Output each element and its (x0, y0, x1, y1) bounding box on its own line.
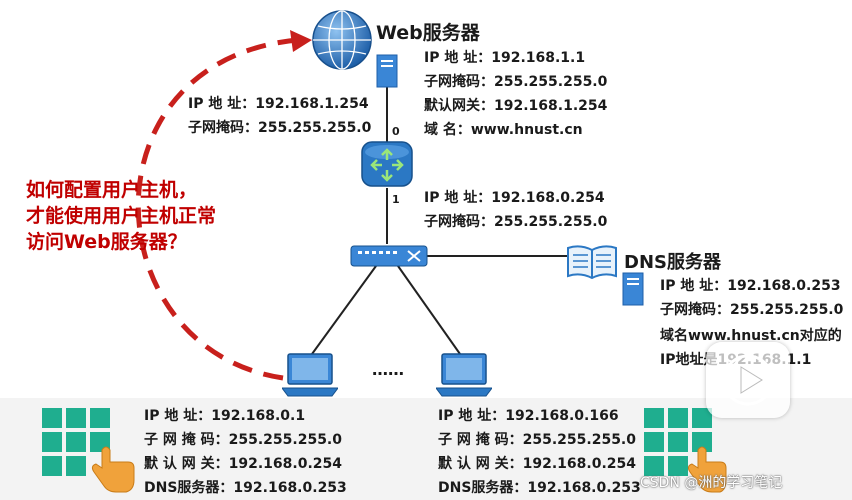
dashed-request-arc (135, 37, 299, 381)
host-left-mask: 子 网 掩 码：255.255.255.0 (144, 432, 342, 448)
host-left-gateway: 默 认 网 关：192.168.0.254 (144, 456, 342, 472)
video-play-button[interactable] (706, 342, 790, 418)
host-right-ip: IP 地 址：192.168.0.166 (438, 408, 619, 424)
router-if0-ip: IP 地 址：192.168.1.254 (188, 96, 369, 112)
dns-server-tower-icon (622, 272, 644, 306)
web-server-mask: 子网掩码：255.255.255.0 (424, 74, 608, 90)
arc-arrowhead (290, 30, 312, 52)
question-line-3: 访问Web服务器？ (26, 231, 187, 253)
question-line-2: 才能使用用户主机正常 (26, 205, 217, 227)
host-left-dns: DNS服务器：192.168.0.253 (144, 480, 347, 496)
question-line-1: 如何配置用户主机， (26, 179, 198, 201)
dns-server-title: DNS服务器 (624, 252, 721, 273)
host-right-laptop-icon (436, 353, 492, 397)
dns-server-ip: IP 地 址：192.168.0.253 (660, 278, 841, 294)
router-if1-ip: IP 地 址：192.168.0.254 (424, 190, 605, 206)
watermark: CSDN @洲的学习笔记 (640, 475, 783, 491)
link-switch-host-left (311, 265, 377, 355)
web-server-ip: IP 地 址：192.168.1.1 (424, 50, 586, 66)
link-switch-host-right (397, 265, 461, 355)
play-icon (722, 354, 774, 406)
web-server-gateway: 默认网关：192.168.1.254 (424, 98, 608, 114)
host-right-mask: 子 网 掩 码：255.255.255.0 (438, 432, 636, 448)
host-left-laptop-icon (282, 353, 338, 397)
router-port-1: 1 (392, 193, 400, 206)
dns-record-line1: 域名www.hnust.cn对应的 (660, 328, 842, 344)
globe-icon (312, 10, 372, 70)
host-right-config-icon (644, 408, 727, 493)
more-hosts-ellipsis: …… (372, 360, 404, 379)
router-if1-mask: 子网掩码：255.255.255.0 (424, 214, 608, 230)
dns-server-mask: 子网掩码：255.255.255.0 (660, 302, 844, 318)
host-right-gateway: 默 认 网 关：192.168.0.254 (438, 456, 636, 472)
router-port-0: 0 (392, 125, 400, 138)
question-text: 如何配置用户主机， 才能使用用户主机正常 访问Web服务器？ (26, 177, 216, 255)
router-if0-mask: 子网掩码：255.255.255.0 (188, 120, 372, 136)
router-icon (361, 141, 413, 187)
host-right-dns: DNS服务器：192.168.0.253 (438, 480, 641, 496)
web-server-domain: 域 名：www.hnust.cn (424, 122, 583, 138)
web-server-tower-icon (376, 54, 398, 88)
dns-book-icon (567, 245, 617, 280)
host-left-ip: IP 地 址：192.168.0.1 (144, 408, 306, 424)
host-left-config-icon (42, 408, 135, 493)
switch-icon (350, 245, 428, 267)
web-server-title: Web服务器 (376, 22, 480, 44)
